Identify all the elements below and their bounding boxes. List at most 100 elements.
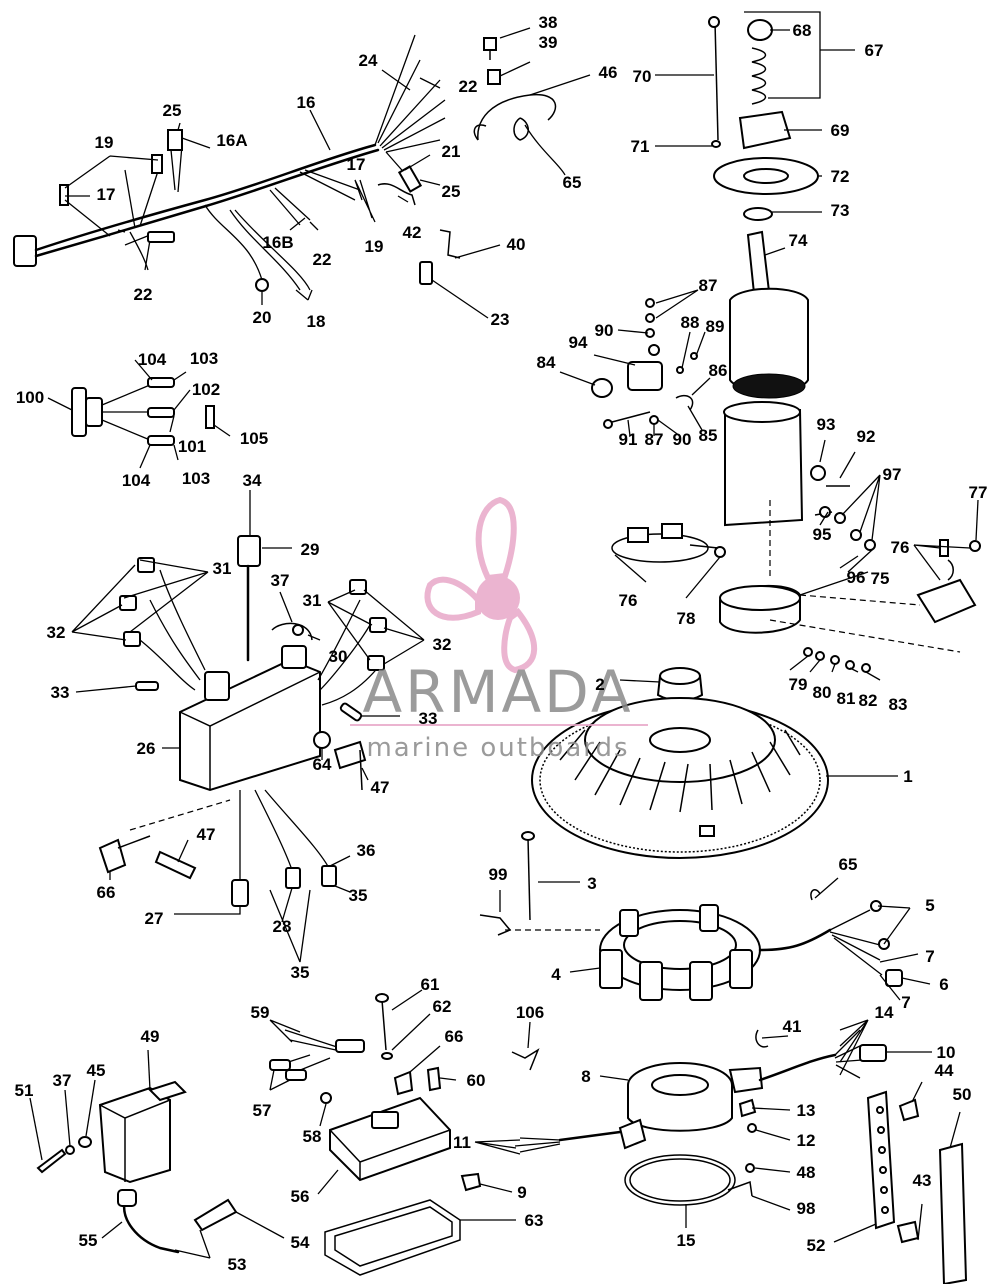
leader-lines	[29, 11, 979, 1259]
callout-c49: 49	[141, 1027, 160, 1046]
callout-c47a: 47	[371, 778, 390, 797]
callout-c100: 100	[16, 388, 44, 407]
callout-c68: 68	[793, 21, 812, 40]
callout-c66a: 66	[97, 883, 116, 902]
callout-c62: 62	[433, 997, 452, 1016]
callout-c44: 44	[935, 1061, 954, 1080]
callout-c80: 80	[813, 683, 832, 702]
callout-c93: 93	[817, 415, 836, 434]
callout-c18: 18	[307, 312, 326, 331]
callout-c106: 106	[516, 1003, 544, 1022]
starter-motor-assembly	[708, 16, 876, 551]
callout-c4: 4	[551, 965, 561, 984]
callout-c67: 67	[865, 41, 884, 60]
callout-c74: 74	[789, 231, 808, 250]
callout-c46: 46	[599, 63, 618, 82]
callout-c76b: 76	[619, 591, 638, 610]
callout-c77: 77	[969, 483, 988, 502]
callout-c2: 2	[595, 675, 604, 694]
propeller-logo-icon	[424, 496, 538, 674]
callout-c21: 21	[442, 142, 461, 161]
callout-c92: 92	[857, 427, 876, 446]
callout-c9: 9	[517, 1183, 526, 1202]
ignition-coil-assembly	[36, 1080, 238, 1254]
callout-c17a: 17	[97, 185, 116, 204]
callout-c8: 8	[581, 1067, 590, 1086]
callout-c22c: 22	[134, 285, 153, 304]
callout-c35b: 35	[291, 963, 310, 982]
wiring-harness	[13, 34, 446, 292]
callout-c89: 89	[706, 317, 725, 336]
callout-c45: 45	[87, 1061, 106, 1080]
callout-c56: 56	[291, 1187, 310, 1206]
callout-c103b: 103	[182, 469, 210, 488]
armada-watermark: ARMADA marine outboards	[350, 496, 648, 763]
callout-c6: 6	[939, 975, 948, 994]
callout-c65b: 65	[839, 855, 858, 874]
power-pack-assembly	[98, 535, 387, 907]
callout-c20: 20	[253, 308, 272, 327]
callout-c65a: 65	[563, 173, 582, 192]
callout-c10: 10	[937, 1043, 956, 1062]
callout-c76a: 76	[891, 538, 910, 557]
callout-c54: 54	[291, 1233, 310, 1252]
callout-c30: 30	[329, 647, 348, 666]
rectifier-regulator-assembly	[269, 993, 461, 1276]
callout-c47b: 47	[197, 825, 216, 844]
timer-base-assembly	[460, 1029, 887, 1206]
callout-c82: 82	[859, 691, 878, 710]
starter-solenoid-parts	[591, 298, 698, 429]
callout-c35a: 35	[349, 886, 368, 905]
callout-c53: 53	[228, 1255, 247, 1274]
callout-c31b: 31	[303, 591, 322, 610]
callout-c69: 69	[831, 121, 850, 140]
callout-c97: 97	[883, 465, 902, 484]
callout-c79: 79	[789, 675, 808, 694]
flywheel-assembly	[531, 667, 829, 859]
callout-c95: 95	[813, 525, 832, 544]
callout-c19b: 19	[365, 237, 384, 256]
callout-c7b: 7	[901, 993, 910, 1012]
callout-c103a: 103	[190, 349, 218, 368]
callout-c66b: 66	[445, 1027, 464, 1046]
terminal-block-assembly	[866, 1090, 968, 1284]
callout-c3: 3	[587, 874, 596, 893]
callout-c78: 78	[677, 609, 696, 628]
callout-c17b: 17	[347, 155, 366, 174]
callout-c73: 73	[831, 201, 850, 220]
callout-c72: 72	[831, 167, 850, 186]
callout-c1: 1	[903, 767, 912, 786]
watermark-brand: ARMADA	[362, 658, 633, 726]
callout-c37a: 37	[271, 571, 290, 590]
callout-c86: 86	[709, 361, 728, 380]
callout-c31a: 31	[213, 559, 232, 578]
callout-c22b: 22	[313, 250, 332, 269]
callout-c88: 88	[681, 313, 700, 332]
callout-c7a: 7	[925, 947, 934, 966]
callout-c101: 101	[178, 437, 206, 456]
callout-c63: 63	[525, 1211, 544, 1230]
callout-c60: 60	[467, 1071, 486, 1090]
callout-c75: 75	[871, 569, 890, 588]
callout-c5: 5	[925, 896, 934, 915]
callout-c13: 13	[797, 1101, 816, 1120]
callout-c12: 12	[797, 1131, 816, 1150]
callout-c32b: 32	[433, 635, 452, 654]
callout-c41: 41	[783, 1017, 802, 1036]
watermark-tagline: marine outboards	[366, 733, 629, 763]
callout-c91: 91	[619, 430, 638, 449]
callout-c40: 40	[507, 235, 526, 254]
callout-c61: 61	[421, 975, 440, 994]
callout-c16: 16	[297, 93, 316, 112]
callout-c19a: 19	[95, 133, 114, 152]
callout-c23: 23	[491, 310, 510, 329]
callout-c52: 52	[807, 1236, 826, 1255]
callout-c84: 84	[537, 353, 556, 372]
callout-c33b: 33	[419, 709, 438, 728]
callout-c94: 94	[569, 333, 588, 352]
callout-c64: 64	[313, 755, 332, 774]
callout-c32a: 32	[47, 623, 66, 642]
